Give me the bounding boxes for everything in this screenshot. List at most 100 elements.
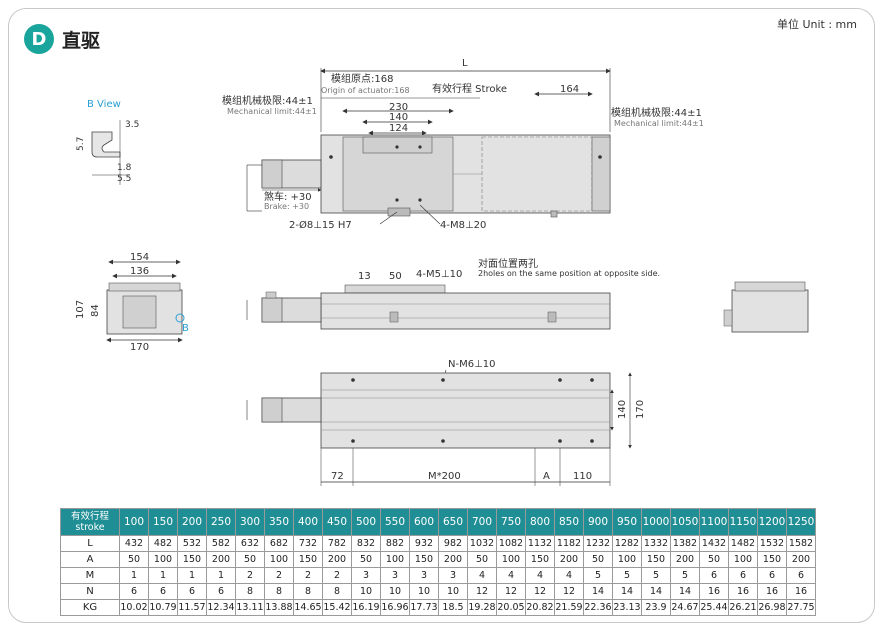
table-cell: 27.75: [786, 599, 816, 616]
stroke-header: 400: [293, 508, 323, 536]
bottom-72: 72: [331, 471, 344, 482]
table-cell: 20.82: [525, 599, 555, 616]
stroke-header: 500: [351, 508, 381, 536]
table-cell: 11.57: [177, 599, 207, 616]
top-view: L 模组原点:168 Origin of actuator:168 有效行程 S…: [222, 58, 704, 231]
row-label: A: [60, 551, 120, 568]
table-cell: 1: [177, 567, 207, 584]
stroke-header: 150: [148, 508, 178, 536]
table-cell: 20.05: [496, 599, 526, 616]
stroke-header: 100: [119, 508, 149, 536]
table-cell: 4: [467, 567, 497, 584]
table-cell: 1332: [641, 535, 671, 552]
brake-en: Brake: +30: [264, 202, 309, 211]
stroke-header: 950: [612, 508, 642, 536]
table-cell: 14: [670, 583, 700, 600]
table-cell: 3: [380, 567, 410, 584]
dim-140-top: 140: [389, 112, 408, 123]
table-cell: 532: [177, 535, 207, 552]
table-cell: 50: [467, 551, 497, 568]
table-cell: 50: [583, 551, 613, 568]
table-cell: 4: [525, 567, 555, 584]
table-cell: 200: [554, 551, 584, 568]
table-cell: 12: [554, 583, 584, 600]
table-cell: 8: [322, 583, 352, 600]
table-cell: 14: [641, 583, 671, 600]
table-cell: 2: [235, 567, 265, 584]
table-cell: 1: [119, 567, 149, 584]
technical-drawing: L 模组原点:168 Origin of actuator:168 有效行程 S…: [75, 58, 809, 486]
table-cell: 16: [699, 583, 729, 600]
section-title: 直驱: [62, 30, 101, 52]
table-cell: 14.65: [293, 599, 323, 616]
stroke-header: 450: [322, 508, 352, 536]
table-cell: 10: [438, 583, 468, 600]
table-cell: 432: [119, 535, 149, 552]
bottom-A: A: [543, 471, 550, 482]
bottom-nm6: N-M6⊥10: [448, 359, 496, 370]
stroke-header: 800: [525, 508, 555, 536]
table-cell: 1082: [496, 535, 526, 552]
stroke-header: 700: [467, 508, 497, 536]
end-84: 84: [90, 304, 101, 317]
hole-2: 2-Ø8⊥15 H7: [289, 219, 352, 231]
table-cell: 8: [235, 583, 265, 600]
table-cell: 200: [438, 551, 468, 568]
table-cell: 150: [293, 551, 323, 568]
table-cell: 5: [641, 567, 671, 584]
table-cell: 1432: [699, 535, 729, 552]
table-cell: 100: [612, 551, 642, 568]
table-cell: 582: [206, 535, 236, 552]
bv-5-7: 5.7: [76, 137, 86, 151]
table-cell: 14: [583, 583, 613, 600]
table-cell: 14: [612, 583, 642, 600]
stroke-header: 1100: [699, 508, 729, 536]
table-cell: 6: [148, 583, 178, 600]
table-cell: 10.79: [148, 599, 178, 616]
table-cell: 1532: [757, 535, 787, 552]
table-cell: 6: [206, 583, 236, 600]
table-cell: 6: [786, 567, 816, 584]
table-cell: 5: [670, 567, 700, 584]
table-cell: 482: [148, 535, 178, 552]
section-badge: D: [24, 24, 54, 54]
table-cell: 21.59: [554, 599, 584, 616]
end-view: 154 136 B 107 84 170: [75, 252, 189, 353]
dim-124: 124: [389, 123, 408, 134]
opp-cn: 对面位置两孔: [478, 257, 538, 270]
table-cell: 25.44: [699, 599, 729, 616]
table-cell: 1382: [670, 535, 700, 552]
stroke-header: 200: [177, 508, 207, 536]
table-cell: 3: [351, 567, 381, 584]
table-cell: 100: [148, 551, 178, 568]
table-cell: 150: [525, 551, 555, 568]
table-cell: 13.11: [235, 599, 265, 616]
table-cell: 5: [583, 567, 613, 584]
table-cell: 150: [757, 551, 787, 568]
stroke-header: 550: [380, 508, 410, 536]
row-label: L: [60, 535, 120, 552]
stroke-header: 1150: [728, 508, 758, 536]
bottom-m200: M*200: [428, 471, 461, 482]
table-cell: 982: [438, 535, 468, 552]
table-cell: 200: [786, 551, 816, 568]
table-cell: 8: [264, 583, 294, 600]
table-cell: 1282: [612, 535, 642, 552]
bottom-140: 140: [617, 400, 628, 419]
mech-limit-right-cn: 模组机械极限:44±1: [611, 106, 702, 119]
table-cell: 1232: [583, 535, 613, 552]
table-cell: 19.28: [467, 599, 497, 616]
table-cell: 12: [467, 583, 497, 600]
table-cell: 150: [409, 551, 439, 568]
table-cell: 932: [409, 535, 439, 552]
stroke-header: 600: [409, 508, 439, 536]
table-cell: 682: [264, 535, 294, 552]
table-cell: 26.98: [757, 599, 787, 616]
table-cell: 3: [409, 567, 439, 584]
table-cell: 17.73: [409, 599, 439, 616]
side-13: 13: [358, 271, 371, 282]
